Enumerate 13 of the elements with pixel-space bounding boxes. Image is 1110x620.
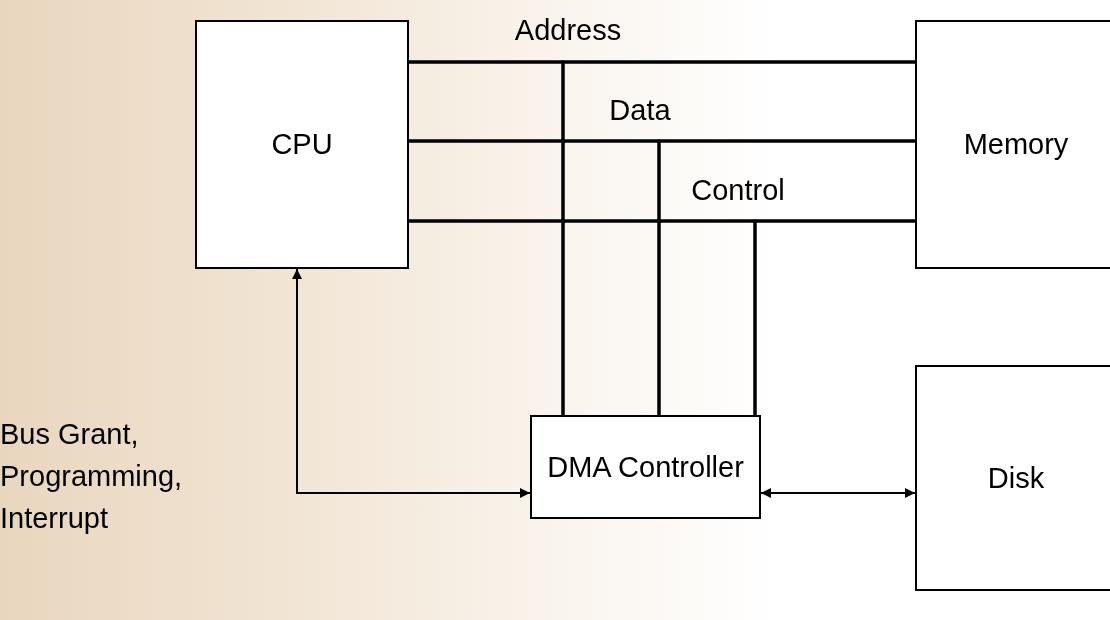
block-box: Disk — [915, 365, 1110, 591]
bus-line — [561, 60, 915, 415]
block-box: DMA Controller — [530, 415, 761, 519]
edge-label: Bus Grant, Programming, Interrupt — [0, 417, 184, 537]
arrow — [292, 268, 531, 498]
edge-label: Address — [514, 13, 622, 48]
edge-label: Data — [609, 93, 671, 128]
block-box: Memory — [915, 20, 1110, 269]
bus-line — [753, 219, 915, 415]
arrow — [760, 488, 916, 498]
block-box: CPU — [195, 20, 409, 269]
bus-line — [657, 139, 915, 415]
edge-label: Control — [691, 173, 785, 208]
